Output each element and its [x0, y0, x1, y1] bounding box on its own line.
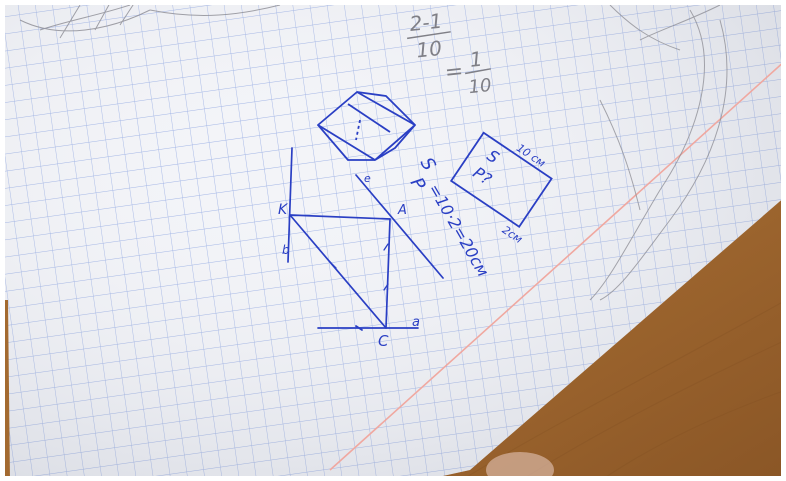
label-e: e — [364, 172, 371, 185]
geometry-labels: K A b C a e — [278, 172, 420, 350]
segment-ka — [289, 214, 391, 220]
label-a: A — [397, 203, 407, 218]
pencil-fraction: 2-1 10 = 1 10 — [407, 9, 493, 98]
line-e — [355, 174, 444, 279]
pencil-sketch-left — [19, 1, 281, 39]
fingertip-blur — [486, 452, 554, 481]
line-b — [287, 147, 293, 263]
label-c: C — [378, 332, 389, 350]
pencil-sketch-right — [589, 4, 728, 301]
segment-kc — [289, 214, 387, 329]
result-den: 10 — [468, 75, 493, 98]
fraction-equals: = — [444, 59, 465, 86]
label-b: b — [282, 243, 290, 257]
ink-geometry — [287, 147, 444, 331]
fraction-top: 2-1 — [408, 9, 443, 36]
fraction-bottom: 10 — [415, 36, 443, 63]
label-k: K — [278, 202, 289, 218]
result-num: 1 — [468, 47, 483, 72]
segment-ac — [385, 218, 391, 329]
label-a-lower: a — [412, 315, 420, 330]
margin-line — [329, 59, 786, 471]
ink-cube-drawing — [317, 91, 416, 161]
